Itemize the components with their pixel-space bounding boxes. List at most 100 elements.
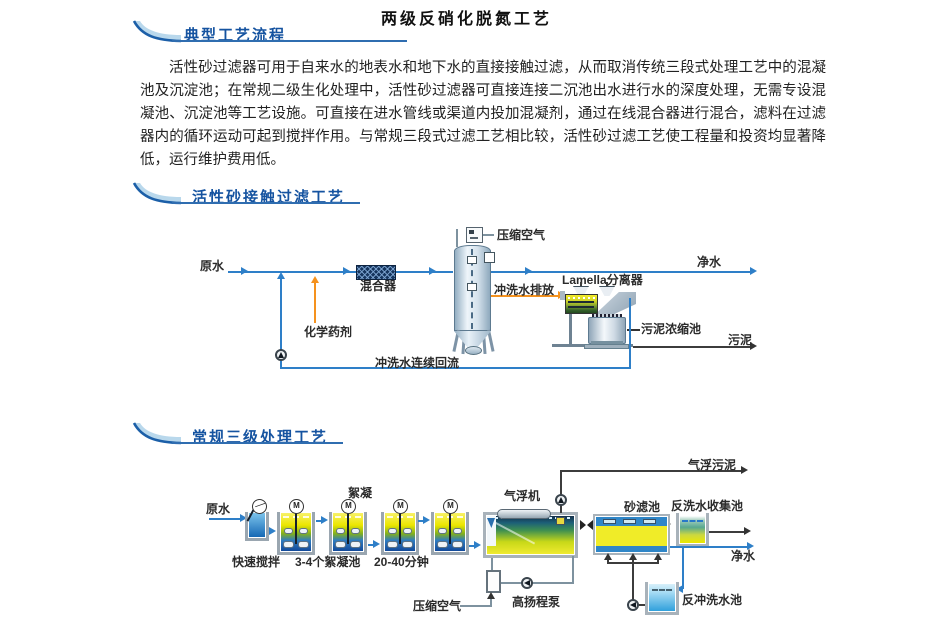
high-lift-pump-label: 高扬程泵: [512, 595, 561, 609]
motor-icon: M: [341, 499, 356, 514]
sludge-thickener-tank: [588, 317, 626, 344]
clean-water-label: 净水: [731, 549, 756, 563]
stand-leg: [569, 314, 572, 346]
daf-inlet-channel: [487, 516, 496, 546]
lamella-plates: [568, 297, 595, 299]
manifold-line: [607, 557, 609, 563]
callout-line: [627, 329, 640, 331]
collection-tank-label: 反洗水收集池: [671, 499, 744, 513]
pump-icon: [627, 599, 639, 611]
lamella-tank: [565, 294, 598, 314]
manifold-line: [632, 557, 634, 563]
wash-trough: [623, 519, 636, 524]
vessel-fitting: [484, 252, 495, 263]
paddle-icon: [403, 528, 412, 534]
heading-underline: [172, 40, 407, 42]
air-inlet-detail: [470, 237, 478, 239]
return-line: [629, 298, 631, 368]
inlet-stub: [560, 291, 565, 300]
compressed-air-label: 压缩空气: [413, 599, 462, 613]
compressed-air-label: 压缩空气: [497, 228, 546, 242]
air-line: [460, 605, 492, 607]
heading-underline: [172, 442, 343, 444]
pipe-line: [209, 518, 242, 520]
motor-icon: M: [393, 499, 408, 514]
dosing-arrow-icon: [311, 276, 319, 283]
paddle-icon: [438, 528, 447, 534]
recycle-line: [491, 558, 493, 571]
filter-underdrain: [596, 546, 667, 552]
sludge-arrow-icon: [741, 466, 748, 474]
flow-arrow-icon: [241, 267, 248, 275]
lamella-label: Lamella分离器: [562, 273, 643, 287]
section-heading-2: 活性砂接触过滤工艺: [192, 189, 346, 206]
raw-water-label: 原水: [206, 502, 231, 516]
paddle-icon: [452, 541, 463, 548]
pipe-line: [368, 544, 375, 546]
connector-line: [483, 234, 494, 236]
overflow-line: [709, 531, 745, 533]
mixer-label: 混合器: [360, 279, 397, 293]
flow-arrow-icon: [744, 527, 751, 535]
paddle-icon: [387, 541, 398, 548]
motor-icon: M: [443, 499, 458, 514]
rapid-mix-water: [249, 513, 265, 537]
paddle-icon: [284, 528, 293, 534]
flow-arrow-icon: [269, 527, 276, 535]
sand-filter-label: 砂滤池: [624, 500, 661, 514]
rapid-mix-label: 快速搅拌: [232, 555, 281, 569]
vessel-fitting: [467, 283, 477, 291]
flow-arrow-icon: [240, 514, 247, 522]
paddle-icon: [336, 528, 345, 534]
return-line: [280, 274, 282, 369]
flocculation-tank: M: [329, 499, 367, 555]
page-title: 两级反硝化脱氮工艺: [380, 11, 552, 28]
inline-mixer: [356, 265, 396, 280]
water-surface: [652, 589, 672, 591]
paddle-icon: [453, 528, 462, 534]
sludge-arrow-icon: [750, 342, 757, 350]
air-line: [490, 597, 492, 606]
clean-water-line: [670, 546, 748, 548]
paddle-icon: [402, 541, 413, 548]
vessel-fitting: [467, 256, 477, 264]
daf-label: 气浮机: [504, 489, 541, 503]
saturator-vessel: [486, 570, 501, 593]
backwash-arrow-icon: [629, 553, 637, 560]
wash-trough: [603, 519, 616, 524]
sludge-riser: [560, 471, 562, 495]
paddle-icon: [299, 528, 308, 534]
collection-tank: [676, 513, 709, 547]
scraper-drum: [497, 509, 551, 519]
backwash-line: [639, 604, 646, 606]
recycle-line: [501, 582, 574, 584]
section-heading-3: 常规三级处理工艺: [192, 429, 329, 446]
pipe-line: [316, 520, 323, 522]
chemical-dosing-label: 化学药剂: [304, 325, 353, 339]
pipe-line: [228, 271, 453, 273]
floc-tanks-label: 3-4个絮凝池: [295, 555, 361, 569]
paddle-icon: [335, 541, 346, 548]
flow-arrow-icon: [423, 516, 430, 524]
section-heading-1: 典型工艺流程: [184, 27, 287, 44]
filter-sand-bed: [596, 526, 667, 546]
paddle-icon: [350, 541, 361, 548]
daf-inlet-funnel: [487, 518, 495, 528]
thickener-grille: [592, 314, 622, 317]
raw-water-label: 原水: [200, 259, 225, 273]
daf-outlet-box: [556, 517, 565, 525]
intro-paragraph: 活性砂过滤器可用于自来水的地表水和地下水的直接接触过滤，从而取消传统三段式处理工…: [140, 60, 826, 168]
flocculation-label: 絮凝: [348, 486, 373, 500]
flocculation-tank: M: [277, 499, 315, 555]
hopper-icon: [599, 286, 615, 296]
flocculation-tank: M: [381, 499, 419, 555]
paddle-icon: [437, 541, 448, 548]
daf-sludge-line: [560, 470, 742, 472]
flow-arrow-icon: [429, 267, 436, 275]
flow-arrow-icon: [750, 267, 757, 275]
fill-line: [682, 546, 684, 589]
hopper-tick: [606, 282, 608, 286]
flow-arrow-icon: [321, 516, 328, 524]
backwash-line: [632, 562, 634, 600]
